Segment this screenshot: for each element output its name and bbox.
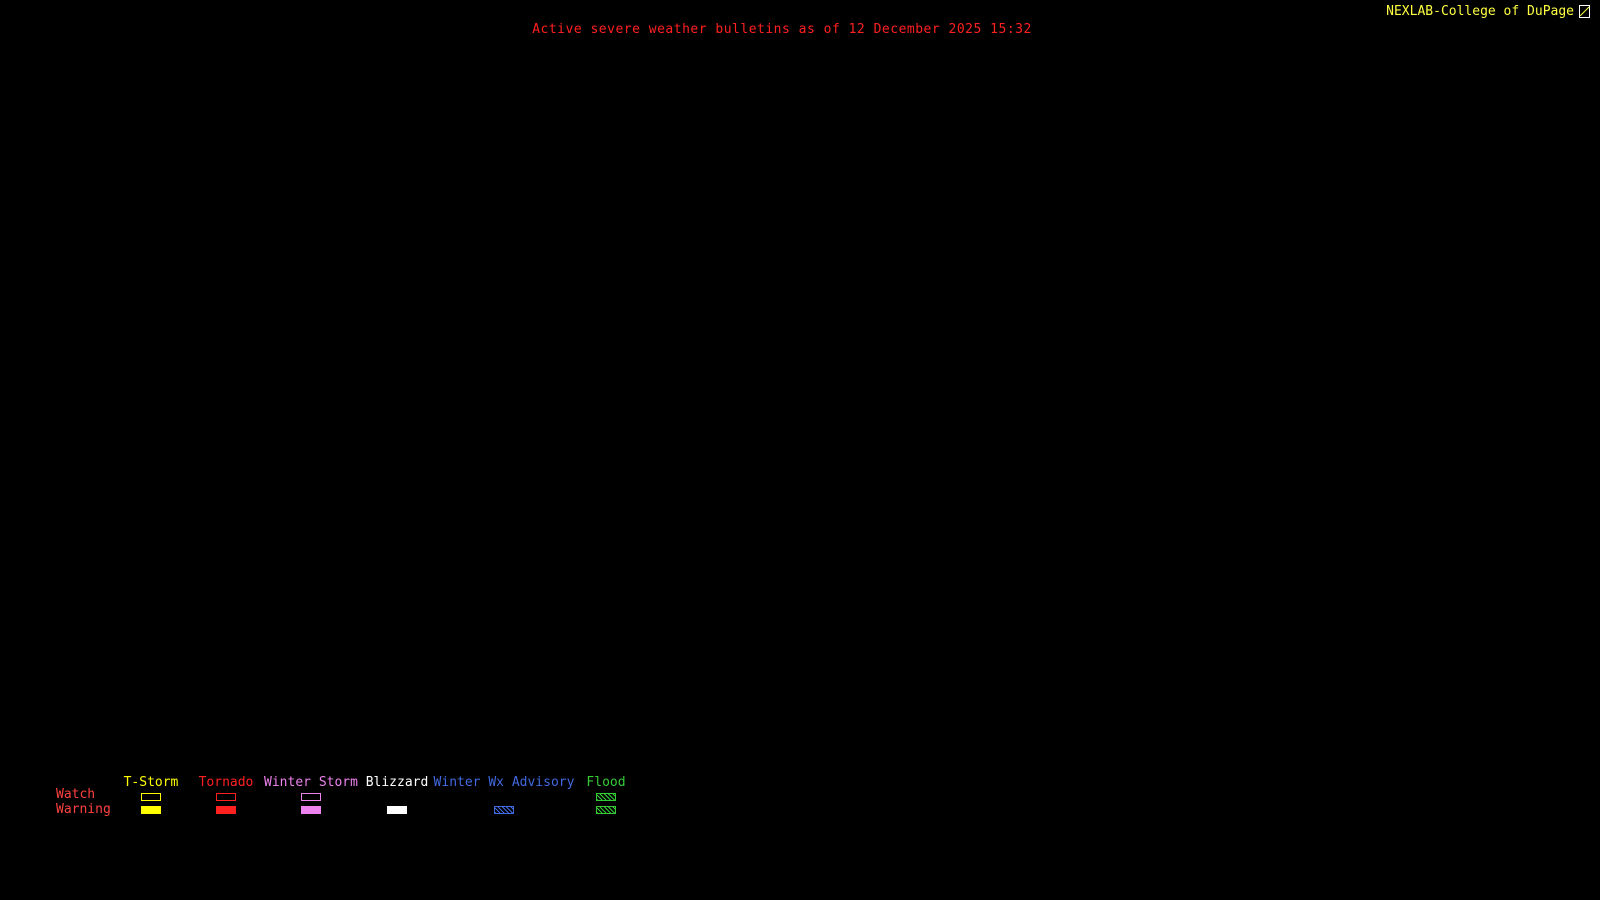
- blizzard-warning-swatch: [387, 805, 407, 814]
- blizzard-label: Blizzard: [365, 775, 429, 790]
- page-title: Active severe weather bulletins as of 12…: [532, 22, 1032, 37]
- legend-warning-row-label: Warning: [56, 802, 111, 817]
- legend-column-winter-storm: Winter Storm: [231, 775, 391, 816]
- legend-column-winter-wx-advisory: Winter Wx Advisory: [424, 775, 584, 816]
- tornado-watch-swatch: [216, 792, 236, 801]
- cod-logo-icon: [1579, 5, 1590, 18]
- winter-wx-advisory-warning-swatch: [494, 805, 514, 814]
- tstorm-warning-swatch: [141, 805, 161, 814]
- tornado-warning-swatch: [216, 805, 236, 814]
- flood-watch-swatch: [596, 792, 616, 801]
- winter-storm-warning-swatch: [301, 805, 321, 814]
- legend-watch-row-label: Watch: [56, 787, 96, 802]
- winter-wx-advisory-label: Winter Wx Advisory: [433, 775, 575, 790]
- tstorm-label: T-Storm: [123, 775, 179, 790]
- flood-label: Flood: [586, 775, 626, 790]
- legend: Watch Warning T-Storm Tornado Winter Sto…: [0, 775, 1600, 823]
- flood-warning-swatch: [596, 805, 616, 814]
- tornado-label: Tornado: [198, 775, 254, 790]
- brand: NEXLAB-College of DuPage: [1386, 4, 1590, 19]
- legend-column-tstorm: T-Storm: [71, 775, 231, 816]
- legend-column-blizzard: Blizzard: [317, 775, 477, 816]
- brand-label: NEXLAB-College of DuPage: [1386, 4, 1574, 19]
- legend-column-tornado: Tornado: [146, 775, 306, 816]
- legend-column-flood: Flood: [526, 775, 686, 816]
- tstorm-watch-swatch: [141, 792, 161, 801]
- winter-storm-label: Winter Storm: [264, 775, 358, 790]
- winter-storm-watch-swatch: [301, 792, 321, 801]
